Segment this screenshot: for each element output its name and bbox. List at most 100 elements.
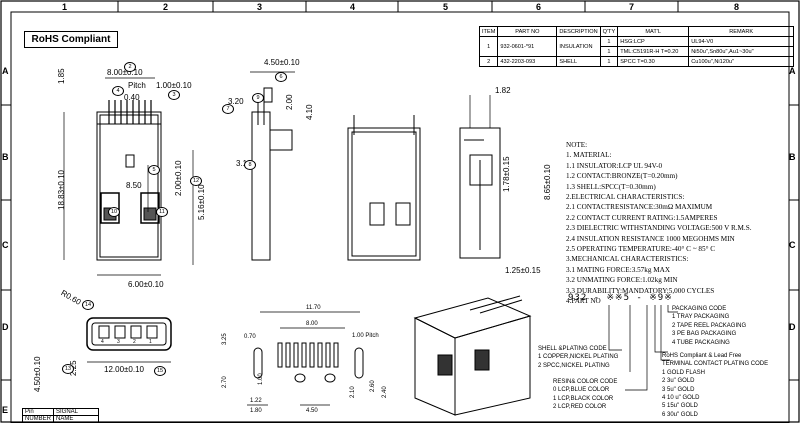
terminal-item: 1 GOLD FLASH [662, 369, 706, 376]
shell-item: 1 COPPER,NICKEL PLATING [538, 354, 619, 361]
note-line: 3.1 MATING FORCE:3.57kg MAX [566, 265, 671, 274]
bom-material: HSG:LCP [617, 36, 690, 47]
resin-item: 2 LCP,RED COLOR [553, 404, 607, 411]
terminal-code-block: RoHS Compliant & Lead Free TERMINAL CONT… [662, 352, 768, 419]
bom-qty: 1 [599, 36, 619, 47]
column-label: 7 [629, 2, 635, 12]
row-label: A [2, 66, 9, 76]
dim-label: 2.40 [382, 386, 388, 398]
note-line: 3.MECHANICAL CHARACTERISTICS: [566, 255, 689, 264]
shell-code-block: SHELL &PLATING CODE 1 COPPER,NICKEL PLAT… [538, 345, 618, 370]
dim-label: 4.50±0.10 [264, 58, 300, 67]
note-line: 3.2 UNMATING FORCE:1.02kg MIN [566, 276, 678, 285]
callout-balloon: 5 [148, 165, 160, 175]
note-line: 2.4 INSULATION RESISTANCE 1000 MEGOHMS M… [566, 234, 735, 243]
dim-label: 3.25 [222, 333, 228, 345]
column-label: 3 [257, 2, 263, 12]
dim-label: 8.50 [126, 181, 142, 190]
callout-balloon: 4 [112, 86, 124, 96]
dim-label: 4.50±0.10 [33, 356, 42, 392]
bom-part-no: 432-2203-093 [497, 56, 558, 67]
bom-description: SHELL [556, 56, 601, 67]
packaging-item: 4 TUBE PACKAGING [672, 339, 730, 346]
dim-label: 2.00±0.10 [174, 160, 183, 196]
row-label: E [2, 405, 9, 415]
dim-label: 11.70 [306, 305, 321, 311]
note-line: 3.3 DURABILITY:MANDATORY:5,000 CYCLES [566, 286, 715, 295]
pcb-footprint [247, 311, 364, 406]
part-number-code: 932 - ※※5 - ※9※ [568, 293, 673, 303]
dim-label: 0.40 [124, 93, 140, 102]
profile-view [459, 95, 501, 259]
shell-item: 2 SPCC,NICKEL PLATING [538, 362, 610, 369]
bom-item: 2 [478, 56, 499, 67]
resin-item: 1 LCP,BLACK COLOR [553, 395, 614, 402]
isometric-view [413, 295, 532, 416]
row-label: A [789, 66, 796, 76]
dim-label: 2.10 [350, 386, 356, 398]
bom-row: 2 432-2203-093 SHELL 1 SPCC T=0.30 Cu100… [478, 56, 795, 67]
packaging-code-block: PACKAGING CODE 1 TRAY PACKAGING 2 TAPE R… [672, 305, 746, 347]
pin-number: 1 [149, 339, 152, 345]
callout-balloon: 14 [82, 300, 94, 310]
column-label: 5 [443, 2, 449, 12]
dim-label: 12.00±0.10 [104, 365, 144, 374]
bom-remark: Ni50u",Sn80u",Au1~30u" [688, 46, 795, 57]
bill-of-materials: ITEM PART NO DESCRIPTION Q'TY MAT'L REMA… [478, 26, 795, 67]
mating-face-view [86, 317, 172, 363]
callout-balloon: 9 [252, 93, 264, 103]
bom-material: TML:C5191R-H T=0.20 [617, 46, 690, 57]
row-label: C [2, 240, 9, 250]
dim-label: 1.85 [57, 68, 66, 84]
dim-label: 3.10 [236, 160, 252, 168]
note-line: 2.2 CONTACT CURRENT RATING:1.5AMPERES [566, 213, 718, 222]
resin-item: 0 LCP,BLUE COLOR [553, 387, 610, 394]
dim-label: 1.80 [250, 408, 262, 414]
row-label: D [789, 322, 796, 332]
rohs-note: RoHS Compliant & Lead Free [662, 353, 742, 359]
terminal-title: TERMINAL CONTACT PLATING CODE [662, 361, 769, 368]
bom-header-cell: REMARK [688, 26, 795, 37]
terminal-item: 2 3u" GOLD [662, 378, 695, 385]
callout-balloon: 3 [168, 90, 180, 100]
terminal-item: 3 5u" GOLD [662, 386, 695, 393]
bom-header-cell: Q'TY [599, 26, 619, 37]
bom-remark: UL94-V0 [688, 36, 795, 47]
bom-header-cell: DESCRIPTION [556, 26, 601, 37]
note-line: 1.2 CONTACT:BRONZE(T=0.20mm) [566, 172, 678, 181]
note-line: 1.3 SHELL:SPCC(T=0.30mm) [566, 182, 656, 191]
pin-table-row: Pin SIGNAL [21, 408, 100, 416]
column-label: 6 [536, 2, 542, 12]
dim-label: 1.00 Pitch [352, 333, 379, 339]
pin-number: 3 [117, 339, 120, 345]
bom-item: 1 [478, 36, 499, 57]
note-line: 1. MATERIAL: [566, 151, 612, 160]
inner-frame [10, 11, 790, 423]
packaging-item: 2 TAPE REEL PACKAGING [672, 322, 747, 329]
bom-part-no: 932-0601-*91 [497, 36, 558, 57]
column-label: 4 [350, 2, 356, 12]
terminal-item: 4 10 u" GOLD [662, 395, 700, 402]
callout-balloon: 15 [154, 366, 166, 376]
pin-signal-table: Pin SIGNAL NUMBER NAME [21, 408, 100, 423]
packaging-item: 3 PE BAG PACKAGING [672, 331, 737, 338]
dim-label: 4.10 [305, 104, 314, 120]
bom-row: 1 932-0601-*91 INSULATION 1 HSG:LCP UL94… [478, 36, 795, 57]
dim-label: 8.00±0.10 [107, 68, 143, 77]
packaging-title: PACKAGING CODE [672, 306, 727, 312]
bom-header: ITEM PART NO DESCRIPTION Q'TY MAT'L REMA… [478, 26, 795, 37]
signal-header: SIGNAL [53, 408, 100, 416]
row-label: D [2, 322, 9, 332]
pin-number: 2 [133, 339, 136, 345]
pin-header: Pin [21, 408, 55, 416]
rohs-badge: RoHS Compliant [24, 31, 118, 48]
dim-label: 1.25±0.15 [505, 266, 541, 275]
terminal-item: 5 15u" GOLD [662, 403, 698, 410]
row-label: B [2, 152, 9, 162]
callout-balloon: 11 [156, 207, 168, 217]
callout-balloon: 12 [190, 176, 202, 186]
callout-balloon: 2 [124, 62, 136, 72]
dim-label: 2.60 [370, 380, 376, 392]
